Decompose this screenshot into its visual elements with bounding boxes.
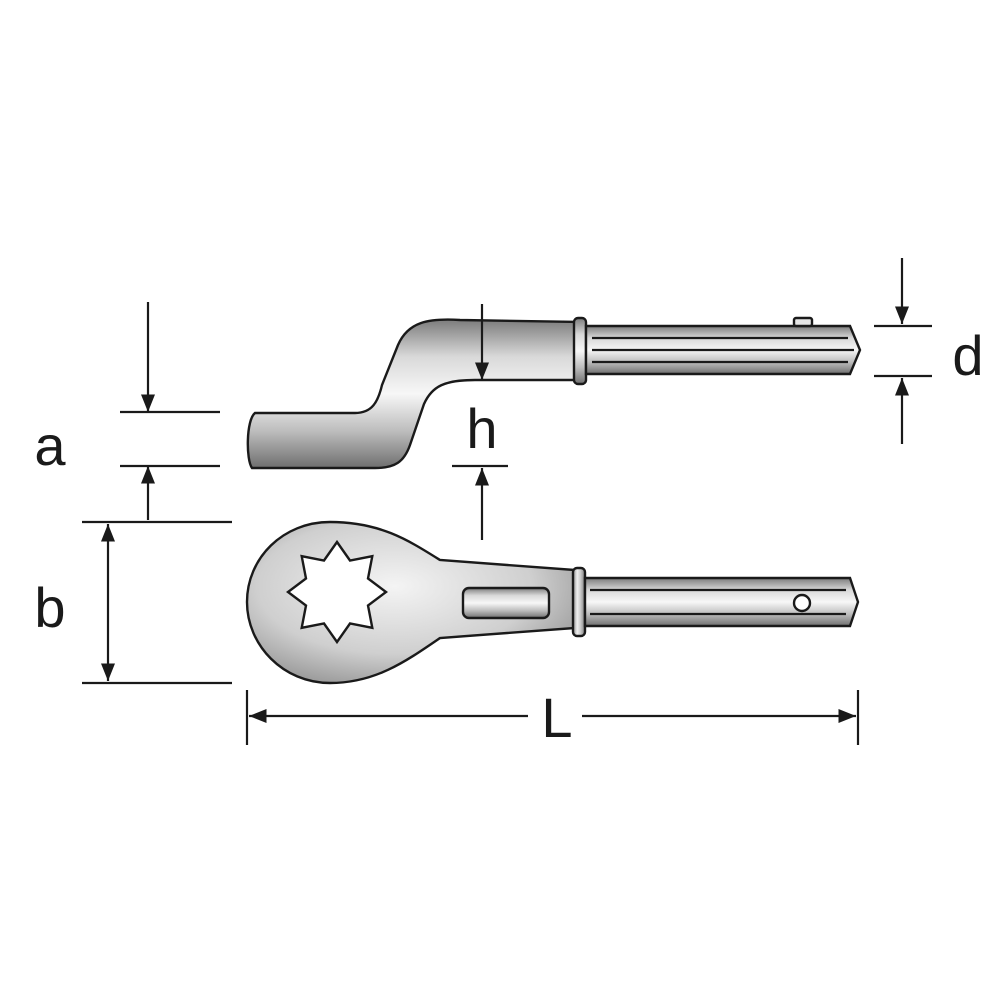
dimension-b: b	[34, 520, 232, 685]
side-collar	[572, 316, 588, 386]
side-handle-flutes	[592, 336, 854, 364]
dim-a-label: a	[34, 414, 66, 477]
dimension-a: a	[34, 302, 220, 520]
side-head-and-neck	[246, 318, 587, 470]
side-pin	[792, 316, 814, 328]
top-handle-flutes	[590, 588, 846, 616]
top-handle	[583, 576, 860, 628]
dimension-d: d	[874, 258, 984, 444]
dim-d-label: d	[952, 324, 983, 387]
twelve-point-opening	[286, 539, 388, 645]
wrench-top-view	[245, 520, 860, 685]
dim-h-label: h	[466, 397, 497, 460]
top-neck-slot	[461, 586, 551, 620]
dim-b-label: b	[34, 576, 65, 639]
dim-L-label: L	[541, 686, 572, 749]
dimension-h: h	[452, 304, 508, 540]
wrench-side-view	[246, 316, 862, 470]
dimension-L: L	[245, 686, 860, 749]
top-collar	[571, 566, 587, 638]
top-pin-hole	[792, 593, 812, 613]
